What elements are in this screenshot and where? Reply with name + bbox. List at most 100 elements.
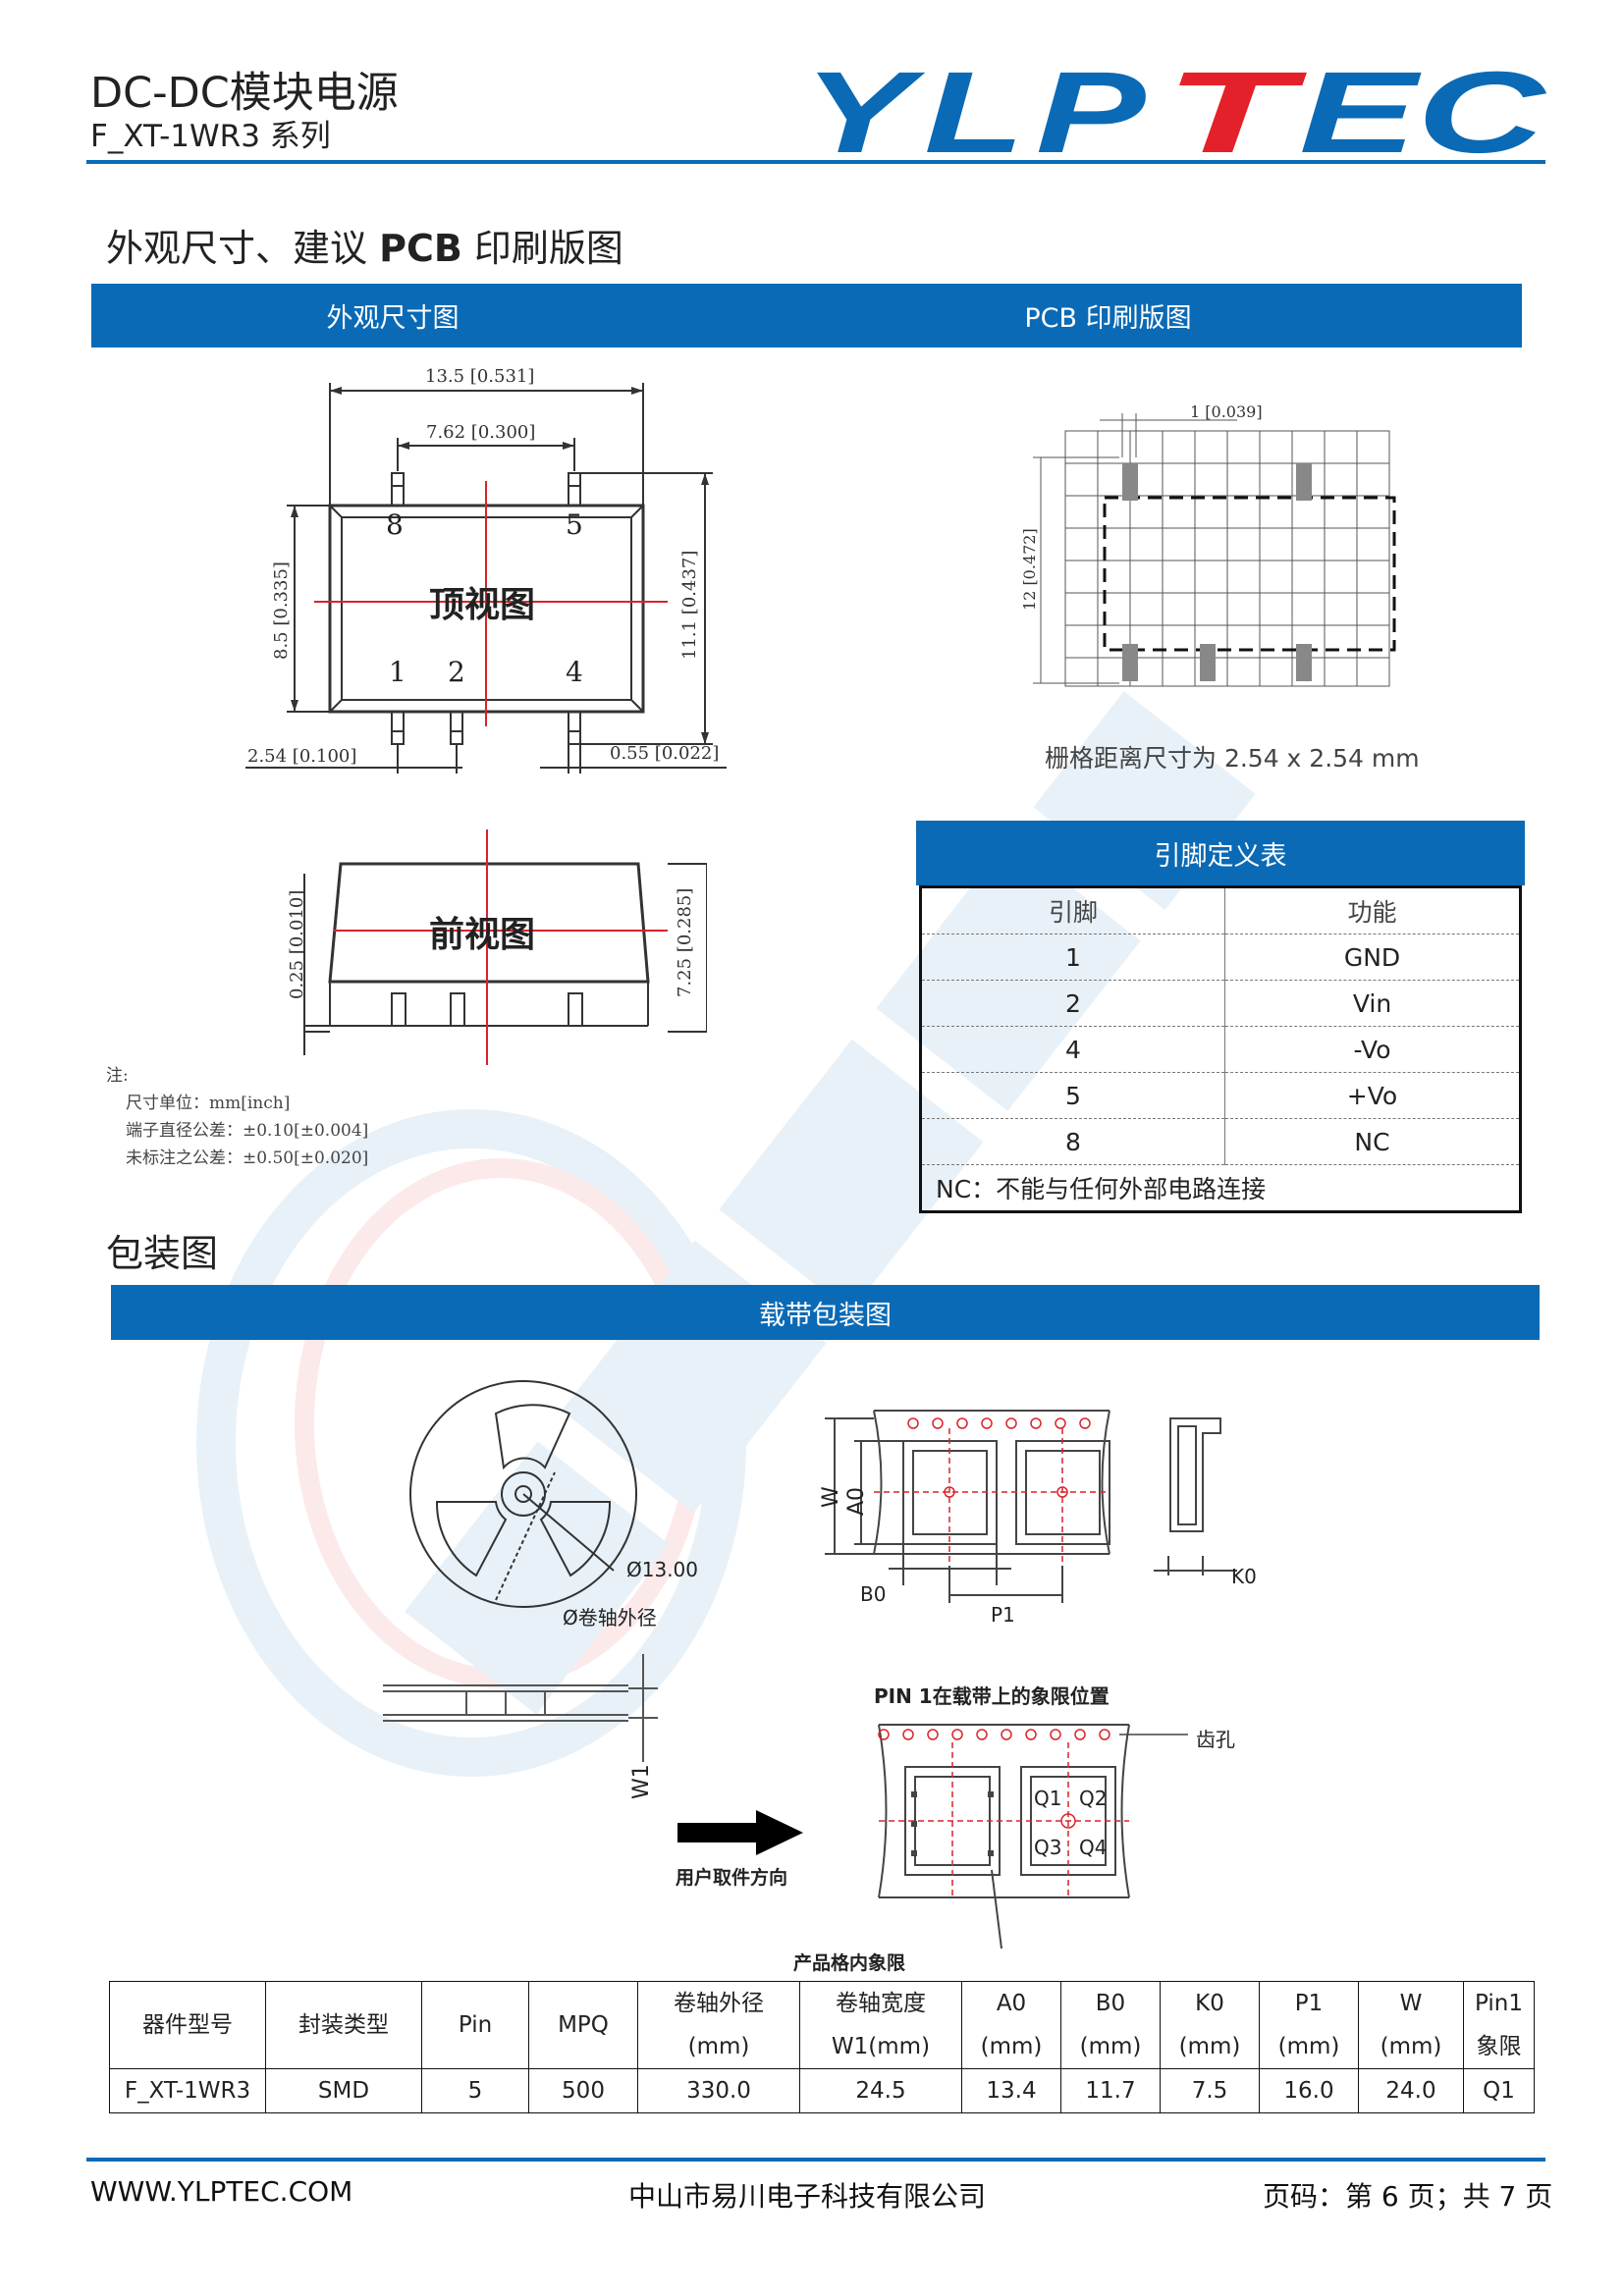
label-cavity-quadrant: 产品格内象限 (793, 1952, 906, 1974)
arrow-right-icon (677, 1810, 803, 1855)
col-func-header: 功能 (1224, 886, 1521, 934)
header-w-unit: (mm) (1358, 2025, 1464, 2069)
notes-title: 注: (106, 1066, 129, 1086)
tape-drawing (825, 1410, 1237, 1603)
doc-title: DC-DC模块电源 (90, 69, 399, 118)
table-row: 1 GND (920, 934, 1521, 981)
front-view-drawing (303, 829, 707, 1065)
nc-note: NC：不能与任何外部电路连接 (936, 1175, 1267, 1203)
dim-pin-width: 0.55 [0.022] (610, 743, 720, 764)
header-quadrant: Pin1 (1463, 1981, 1535, 2025)
pin1-quadrant-title: PIN 1在载带上的象限位置 (874, 1684, 1110, 1708)
grid-note: 栅格距离尺寸为 2.54 x 2.54 mm (1045, 744, 1420, 773)
pin-label-1: 1 (389, 656, 406, 688)
footer-rule (86, 2158, 1545, 2162)
header-package: 封装类型 (265, 1981, 422, 2069)
dimension-notes: 注: 尺寸单位：mm[inch] 端子直径公差：±0.10[±0.004] 未标… (106, 1062, 368, 1172)
label-w: W (819, 1486, 843, 1508)
header-quadrant-unit: 象限 (1463, 2025, 1535, 2069)
header-w1-unit: W1(mm) (799, 2025, 962, 2069)
label-a0: A0 (844, 1486, 869, 1516)
cell-p1: 16.0 (1259, 2068, 1359, 2113)
top-view-label: 顶视图 (429, 584, 536, 625)
header-rule (86, 160, 1545, 164)
cell-pin: 5 (421, 2068, 529, 2113)
label-pick-direction: 用户取件方向 (676, 1867, 788, 1889)
table-row: (mm) W1(mm) (mm) (mm) (mm) (mm) (mm) 象限 (110, 2025, 1535, 2069)
pin-function: +Vo (1224, 1072, 1521, 1119)
bar-outline-dims: 外观尺寸图 (91, 284, 694, 347)
cell-b0: 11.7 (1060, 2068, 1161, 2113)
dim-standoff: 0.25 [0.010] (287, 889, 307, 999)
cell-mpq: 500 (528, 2068, 638, 2113)
cell-a0: 13.4 (961, 2068, 1061, 2113)
note-gen-tol: 未标注之公差：±0.50[±0.020] (126, 1148, 369, 1168)
svg-text:T: T (1164, 54, 1308, 162)
table-row: 8 NC (920, 1118, 1521, 1165)
dim-front-height: 7.25 [0.285] (675, 887, 695, 997)
svg-text:EC: EC (1299, 54, 1547, 162)
dim-pin-spacing: 7.62 [0.300] (426, 422, 536, 443)
label-k0: K0 (1231, 1565, 1257, 1588)
pin-function: Vin (1224, 980, 1521, 1027)
svg-text:YLP: YLP (803, 54, 1157, 162)
cell-reel: 330.0 (637, 2068, 800, 2113)
footer-page-number: 页码：第 6 页；共 7 页 (1263, 2180, 1553, 2213)
bar-tape-packaging: 载带包装图 (111, 1285, 1540, 1340)
front-view-label: 前视图 (429, 914, 536, 955)
reel-core-diameter: Ø13.00 (626, 1558, 698, 1581)
pin1-quadrant-drawing (878, 1724, 1188, 1949)
label-q2: Q2 (1079, 1787, 1108, 1810)
note-unit: 尺寸单位：mm[inch] (126, 1094, 291, 1113)
pin-number: 2 (920, 980, 1225, 1027)
header-p1-unit: (mm) (1259, 2025, 1359, 2069)
pin-label-4: 4 (566, 656, 583, 688)
cell-w1: 24.5 (799, 2068, 962, 2113)
header-w: W (1358, 1981, 1464, 2025)
header-b0: B0 (1060, 1981, 1161, 2025)
pin-definition-table: 引脚 功能 1 GND 2 Vin 4 -Vo 5 +Vo 8 NC NC：不能… (919, 885, 1522, 1213)
dim-overall-height: 11.1 [0.437] (679, 550, 700, 660)
footer-website[interactable]: WWW.YLPTEC.COM (90, 2175, 353, 2208)
cell-package: SMD (265, 2068, 422, 2113)
col-pin-header: 引脚 (920, 886, 1225, 934)
header-p1: P1 (1259, 1981, 1359, 2025)
table-row: F_XT-1WR3 SMD 5 500 330.0 24.5 13.4 11.7… (109, 2068, 1535, 2113)
label-q1: Q1 (1034, 1787, 1062, 1810)
label-sprocket-hole: 齿孔 (1196, 1728, 1235, 1751)
ylptec-logo: YLP T EC (803, 54, 1547, 162)
pin-number: 1 (920, 934, 1225, 981)
label-p1: P1 (991, 1603, 1015, 1627)
reel-side-drawing (383, 1654, 658, 1762)
header-w1: 卷轴宽度 (799, 1981, 962, 2025)
reel-outer-diameter: Ø卷轴外径 (563, 1606, 657, 1629)
cell-w: 24.0 (1358, 2068, 1464, 2113)
pin-function: -Vo (1224, 1026, 1521, 1073)
label-q4: Q4 (1079, 1836, 1108, 1859)
dim-total-width: 13.5 [0.531] (425, 366, 535, 387)
pin-number: 4 (920, 1026, 1225, 1073)
pin-number: 8 (920, 1118, 1225, 1165)
table-row: NC：不能与任何外部电路连接 (921, 1165, 1521, 1212)
dim-body-height: 8.5 [0.335] (271, 561, 292, 660)
dim-pcb-side: 12 [0.472] (1020, 528, 1039, 611)
dim-pad-width: 1 [0.039] (1190, 402, 1263, 421)
label-w1: W1 (629, 1764, 654, 1799)
table-row: 5 +Vo (920, 1072, 1521, 1119)
header-a0: A0 (961, 1981, 1061, 2025)
footer-company: 中山市易川电子科技有限公司 (628, 2180, 987, 2213)
header-pin: Pin (421, 1981, 529, 2069)
header-b0-unit: (mm) (1060, 2025, 1161, 2069)
table-row: 2 Vin (920, 980, 1521, 1027)
label-b0: B0 (860, 1582, 887, 1606)
header-mpq: MPQ (528, 1981, 638, 2069)
header-reel-unit: (mm) (637, 2025, 800, 2069)
pin-label-2: 2 (448, 656, 465, 688)
table-row: 4 -Vo (920, 1026, 1521, 1073)
label-q3: Q3 (1034, 1836, 1062, 1859)
cell-k0: 7.5 (1160, 2068, 1260, 2113)
header-a0-unit: (mm) (961, 2025, 1061, 2069)
header-k0: K0 (1160, 1981, 1260, 2025)
pin-label-5: 5 (566, 508, 583, 541)
pin-function: NC (1224, 1118, 1521, 1165)
